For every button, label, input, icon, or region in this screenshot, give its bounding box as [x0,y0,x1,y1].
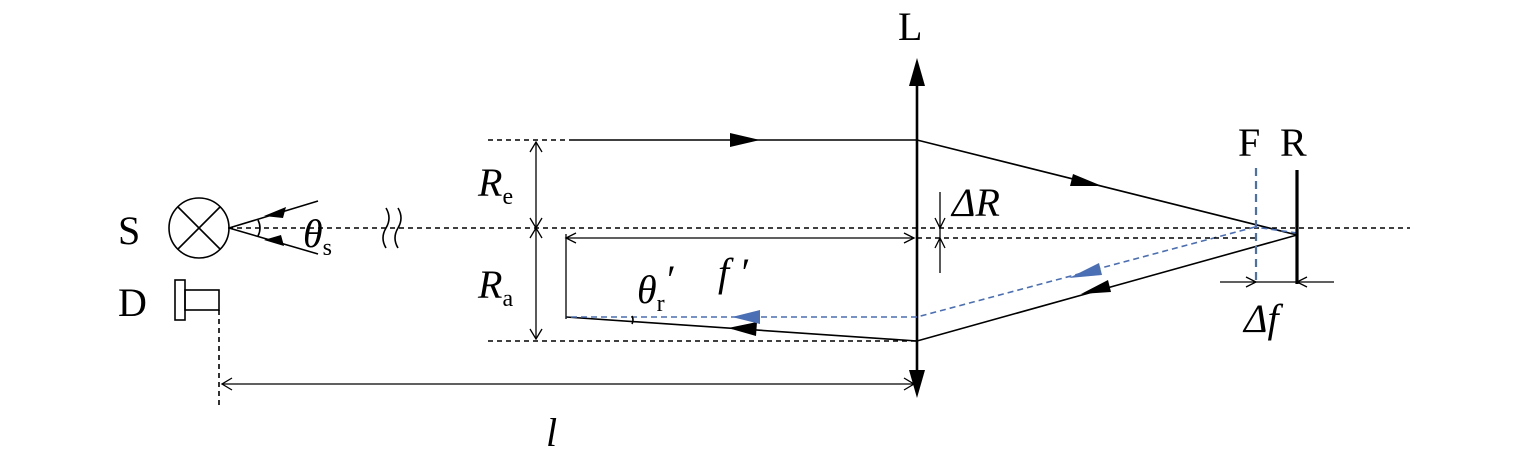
arrow-icon [934,236,946,249]
arrow-icon [903,232,916,244]
theta-r-arc [631,315,634,325]
arrow-icon [564,232,577,244]
emitted-beam-converging [916,139,1298,236]
arrow-icon [529,328,543,341]
arrow-icon [934,217,946,230]
arrow-icon [732,310,760,324]
arrow-icon [730,133,760,147]
source-icon [168,197,230,259]
arrow-icon [1069,263,1102,278]
theta-s-label: θs [303,211,332,261]
arrow-icon [1070,174,1102,186]
arrow-icon [529,226,543,239]
arrow-icon [529,140,543,153]
theta-s-arc [257,219,261,237]
delta-r-label: ΔR [950,180,1000,225]
source-label: S [118,208,140,253]
radius-emit-label: Re [477,160,513,210]
arrow-icon [220,377,233,391]
lens-arrow-top [909,58,925,86]
axis-break-mark [382,207,390,249]
arrow-icon [1295,276,1308,288]
reflector-label: R [1280,120,1307,165]
radius-accept-label: Ra [477,262,513,312]
arrow-icon [1081,280,1111,294]
focal-label: f ′ [718,250,749,295]
arrow-icon [728,322,757,336]
arrow-icon [264,207,286,218]
theta-r-label: θr′ [637,257,675,317]
lens-label: L [898,4,922,49]
axis-break-mark [394,207,402,249]
detector-label: D [118,280,147,325]
arrow-icon [1245,276,1258,288]
detector-icon [174,279,220,321]
arrow-icon [264,235,284,246]
delta-f-label: Δf [1242,296,1283,341]
focal-plane-label: F [1238,120,1260,165]
distance-label: l [546,410,557,455]
lens-arrow-bottom [909,370,925,398]
blue-beam-focus [1254,226,1298,234]
